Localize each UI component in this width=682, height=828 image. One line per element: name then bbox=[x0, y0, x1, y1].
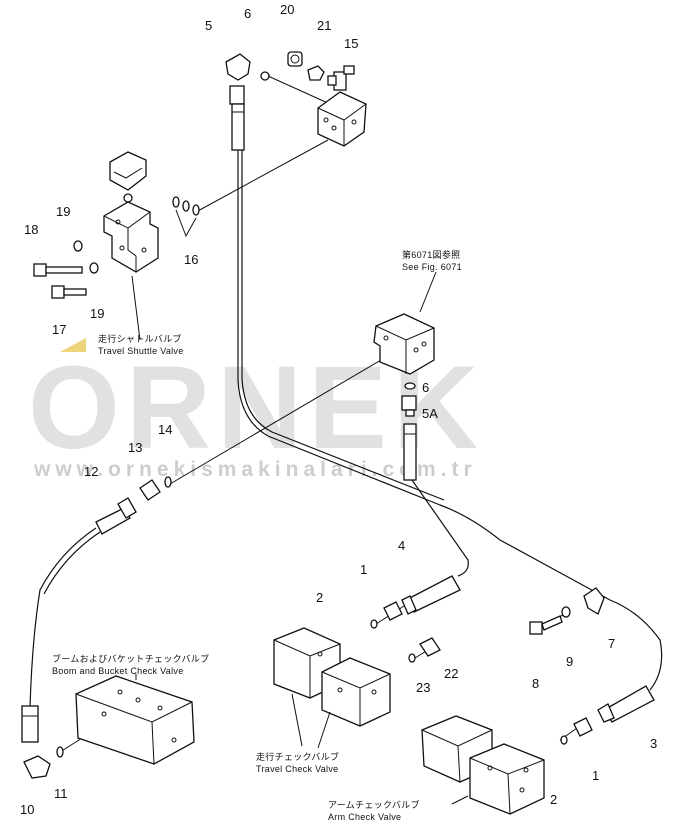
hose-end-5[interactable] bbox=[231, 103, 245, 151]
clamp-7[interactable] bbox=[583, 587, 605, 615]
elbow-fitting-5[interactable] bbox=[225, 53, 251, 105]
label-1-lower: 1 bbox=[592, 768, 599, 783]
bolt-18[interactable] bbox=[33, 263, 83, 277]
label-13: 13 bbox=[128, 440, 142, 455]
label-22: 22 bbox=[444, 666, 458, 681]
tee-fitting-15[interactable] bbox=[327, 65, 355, 91]
o-ring-11[interactable] bbox=[56, 746, 64, 758]
bolt-8[interactable] bbox=[529, 615, 563, 635]
o-ring-14[interactable] bbox=[164, 476, 172, 488]
label-21: 21 bbox=[317, 18, 331, 33]
label-2-upper: 2 bbox=[316, 590, 323, 605]
elbow-fitting-10[interactable] bbox=[23, 755, 51, 779]
washer-19-upper[interactable] bbox=[73, 240, 83, 252]
fitting-1-upper[interactable] bbox=[383, 601, 403, 621]
boom-bucket-check-valve[interactable] bbox=[75, 675, 195, 765]
label-19-lower: 19 bbox=[90, 306, 104, 321]
o-ring-6-mid[interactable] bbox=[404, 382, 416, 390]
label-8: 8 bbox=[532, 676, 539, 691]
fitting-1-lower[interactable] bbox=[573, 717, 593, 737]
label-2-lower: 2 bbox=[550, 792, 557, 807]
label-20: 20 bbox=[280, 2, 294, 17]
label-10: 10 bbox=[20, 802, 34, 817]
caption-leaders bbox=[131, 275, 469, 805]
label-5a: 5A bbox=[422, 406, 438, 421]
caption-boom-jp: ブームおよびバケットチェックバルブ bbox=[52, 653, 209, 664]
hose-end-5a[interactable] bbox=[403, 423, 417, 481]
caption-shuttle-jp: 走行シャトルバルブ bbox=[98, 333, 182, 344]
plug-22[interactable] bbox=[419, 637, 441, 657]
o-ring-2-lower[interactable] bbox=[560, 735, 568, 745]
washer-19-lower[interactable] bbox=[89, 262, 99, 274]
hose-end-4[interactable] bbox=[401, 575, 461, 615]
label-3: 3 bbox=[650, 736, 657, 751]
caption-shuttle-en: Travel Shuttle Valve bbox=[98, 346, 184, 356]
o-ring-2-upper[interactable] bbox=[370, 619, 378, 629]
part-number-labels: 5 6 20 21 15 19 18 16 19 17 6 5A 14 13 1… bbox=[20, 2, 657, 817]
label-6-mid: 6 bbox=[422, 380, 429, 395]
travel-shuttle-valve[interactable] bbox=[103, 201, 159, 273]
label-14: 14 bbox=[158, 422, 172, 437]
label-23: 23 bbox=[416, 680, 430, 695]
o-rings-16[interactable] bbox=[172, 196, 200, 238]
caption-travel-check-en: Travel Check Valve bbox=[256, 764, 338, 774]
label-4: 4 bbox=[398, 538, 405, 553]
label-7: 7 bbox=[608, 636, 615, 651]
label-19-upper: 19 bbox=[56, 204, 70, 219]
fitting-13[interactable] bbox=[139, 479, 161, 501]
accent-triangle bbox=[60, 338, 86, 352]
caption-see-fig-en: See Fig. 6071 bbox=[402, 262, 462, 272]
valve-block-fig-6071[interactable] bbox=[373, 313, 435, 375]
label-12: 12 bbox=[84, 464, 98, 479]
watermark-url: www.ornekismakinalari.com.tr bbox=[33, 458, 477, 481]
caption-arm-en: Arm Check Valve bbox=[328, 812, 401, 822]
captions: 第6071図参照 See Fig. 6071 走行シャトルバルブ Travel … bbox=[52, 249, 462, 822]
washer-small[interactable] bbox=[123, 193, 133, 203]
o-ring-23[interactable] bbox=[408, 653, 416, 663]
caption-travel-check-jp: 走行チェックバルブ bbox=[256, 751, 339, 762]
hose-end-3[interactable] bbox=[597, 685, 655, 723]
upper-manifold-block[interactable] bbox=[317, 91, 367, 147]
fitting-5a[interactable] bbox=[401, 395, 417, 417]
label-18: 18 bbox=[24, 222, 38, 237]
label-16: 16 bbox=[184, 252, 198, 267]
label-6-top: 6 bbox=[244, 6, 251, 21]
label-17: 17 bbox=[52, 322, 66, 337]
caption-boom-en: Boom and Bucket Check Valve bbox=[52, 666, 184, 676]
label-15: 15 bbox=[344, 36, 358, 51]
washer-9[interactable] bbox=[561, 606, 571, 618]
caption-arm-jp: アームチェックバルブ bbox=[328, 799, 420, 810]
o-ring-6-top[interactable] bbox=[260, 71, 270, 81]
travel-check-valve-right[interactable] bbox=[321, 657, 391, 727]
nut-21[interactable] bbox=[307, 65, 325, 81]
bolt-17[interactable] bbox=[51, 285, 87, 299]
bracket[interactable] bbox=[109, 151, 147, 191]
plug-20[interactable] bbox=[287, 51, 303, 67]
label-11: 11 bbox=[54, 786, 68, 801]
label-5: 5 bbox=[205, 18, 212, 33]
label-9: 9 bbox=[566, 654, 573, 669]
caption-see-fig-jp: 第6071図参照 bbox=[402, 249, 460, 260]
hose-end-12[interactable] bbox=[95, 497, 137, 535]
arm-check-valve[interactable] bbox=[469, 743, 545, 815]
label-1-upper: 1 bbox=[360, 562, 367, 577]
see-fig-leader bbox=[419, 271, 437, 313]
hose-end-10[interactable] bbox=[21, 705, 39, 743]
